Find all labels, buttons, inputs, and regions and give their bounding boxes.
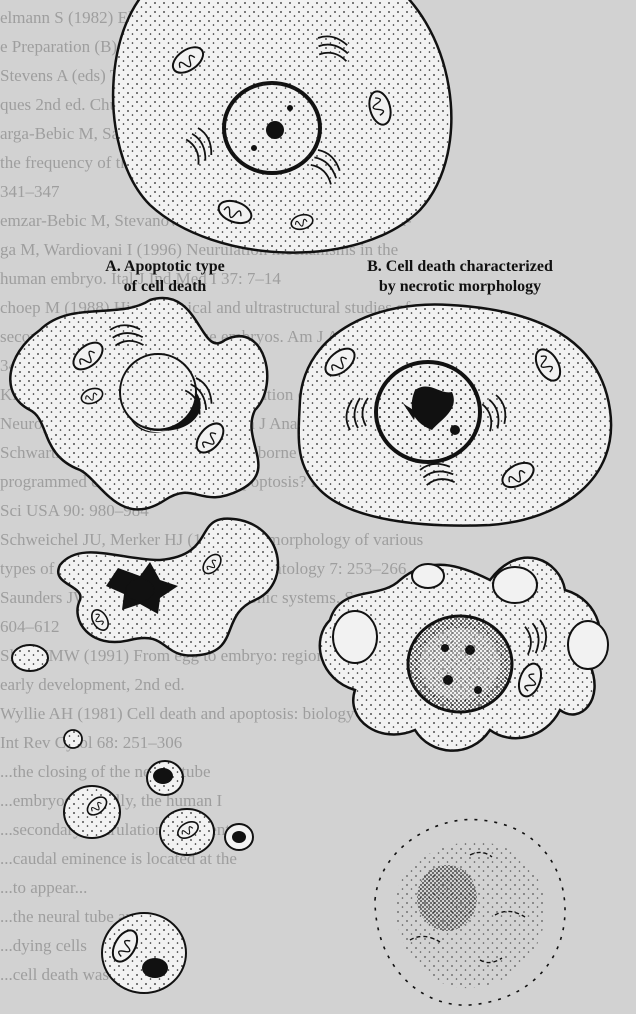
normal-cell xyxy=(113,0,451,253)
caption-apoptotic-line2: of cell death xyxy=(50,277,280,297)
caption-necrotic-line2: by necrotic morphology xyxy=(315,277,605,297)
necrotic-cell-stage-2 xyxy=(320,558,608,751)
normal-nucleus xyxy=(224,83,320,173)
apoptotic-bodies xyxy=(64,730,253,993)
apoptotic-cell-stage-1 xyxy=(10,298,267,509)
apoptotic-cell-stage-2 xyxy=(12,519,278,671)
caption-necrotic: B. Cell death characterized by necrotic … xyxy=(315,257,605,297)
necrotic-cell-stage-3 xyxy=(375,819,565,1005)
caption-apoptotic-line1: A. Apoptotic type xyxy=(50,257,280,277)
caption-necrotic-line1: B. Cell death characterized xyxy=(315,257,605,277)
necrotic-cell-stage-1 xyxy=(299,304,611,525)
caption-apoptotic: A. Apoptotic type of cell death xyxy=(50,257,280,297)
